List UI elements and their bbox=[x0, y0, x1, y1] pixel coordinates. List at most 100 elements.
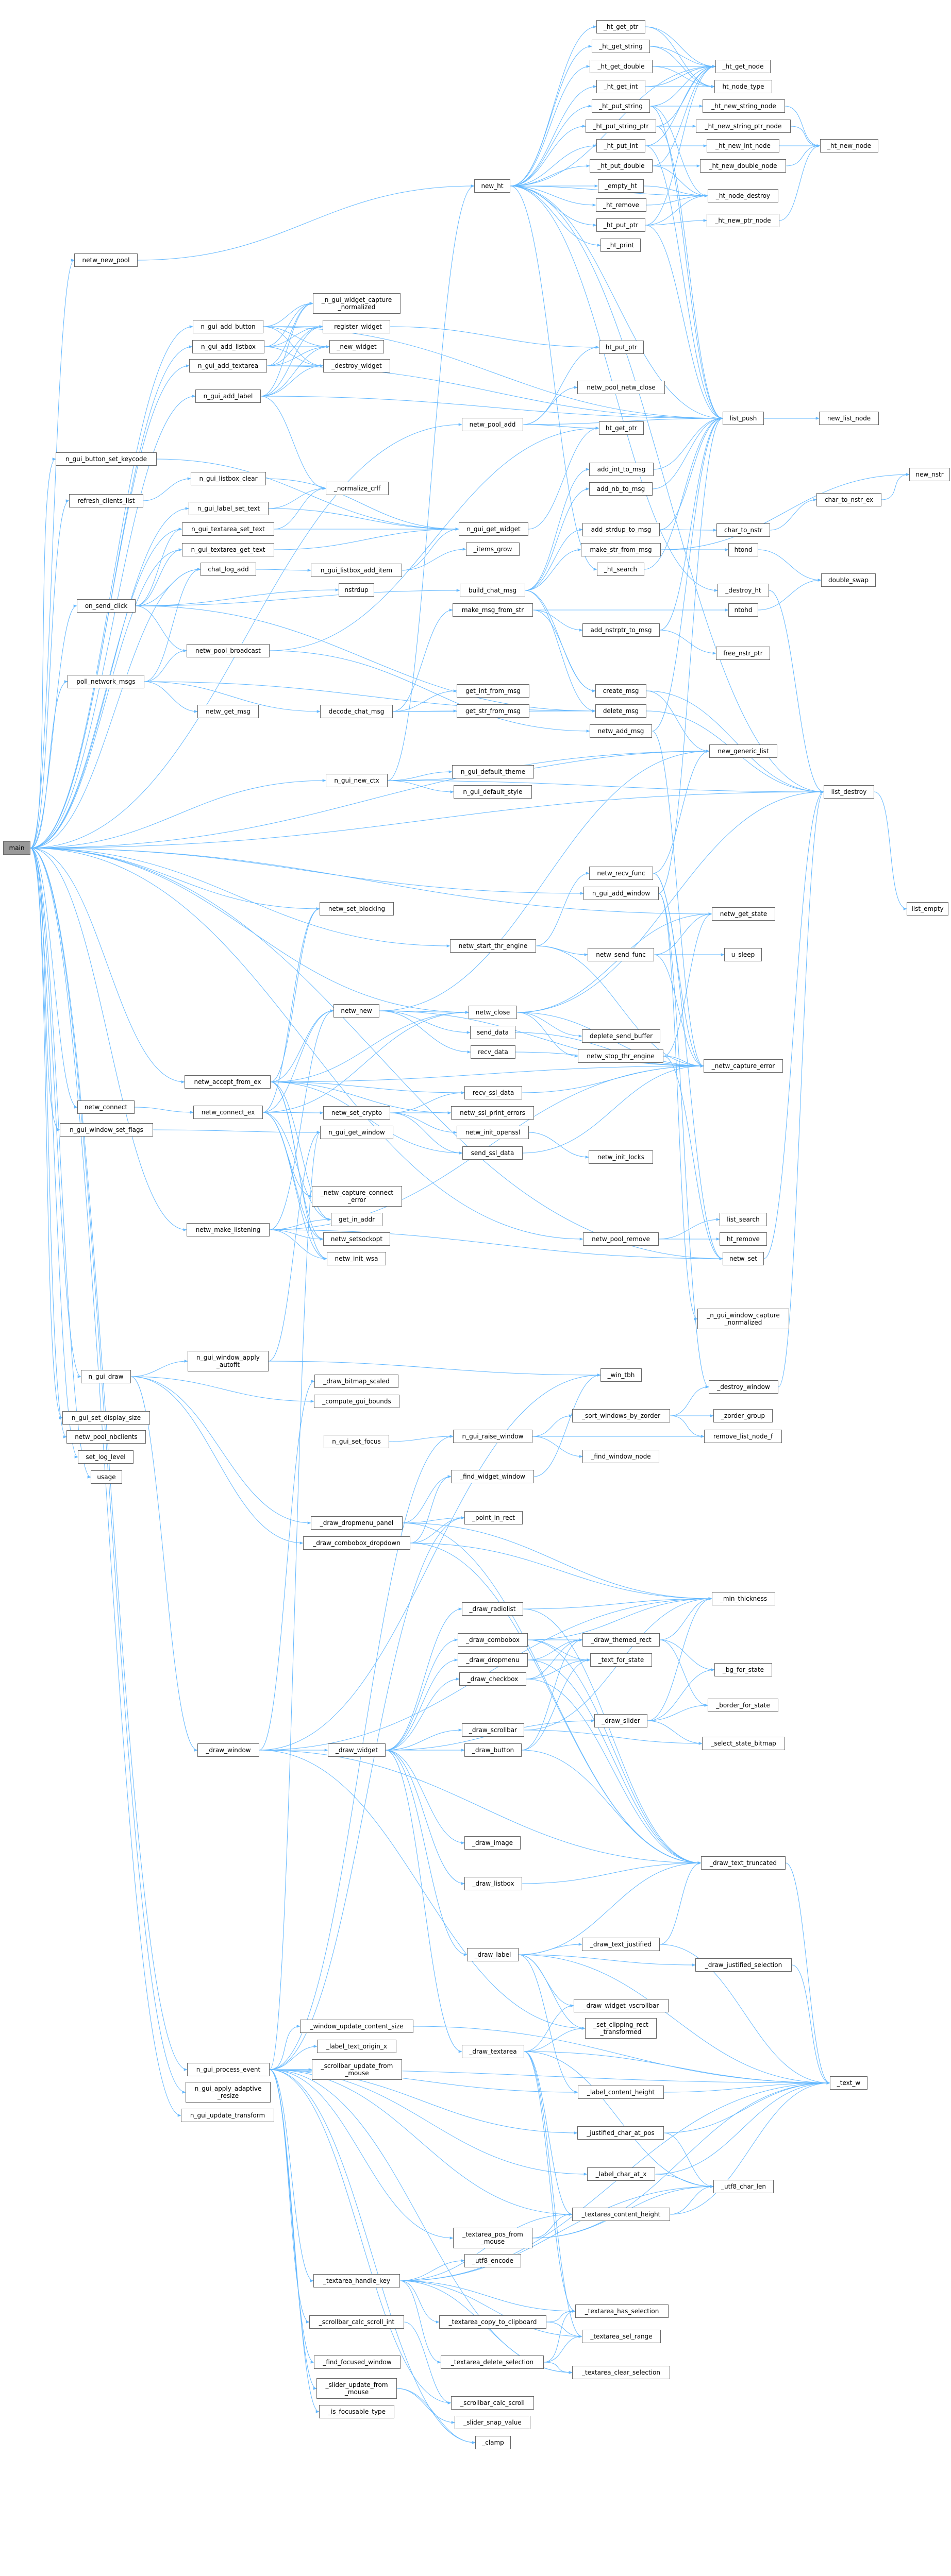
root-node-main[interactable]: main bbox=[3, 841, 30, 855]
graph-node[interactable]: list_search bbox=[720, 1213, 767, 1226]
graph-node[interactable]: netw_set bbox=[723, 1252, 764, 1265]
graph-node[interactable]: _draw_widget bbox=[328, 1743, 386, 1757]
graph-node[interactable]: netw_new_pool bbox=[74, 253, 138, 267]
graph-node[interactable]: delete_msg bbox=[595, 704, 646, 718]
graph-node[interactable]: _draw_textarea bbox=[462, 2045, 524, 2058]
graph-node[interactable]: n_gui_apply_adaptive_resize bbox=[186, 2082, 271, 2103]
graph-node[interactable]: netw_pool_nbclients bbox=[66, 1430, 146, 1444]
graph-node[interactable]: n_gui_textarea_get_text bbox=[182, 543, 274, 556]
graph-node[interactable]: _win_tbh bbox=[600, 1368, 642, 1382]
graph-node[interactable]: _draw_label bbox=[467, 1948, 519, 1961]
graph-node[interactable]: n_gui_update_transform bbox=[181, 2109, 274, 2122]
graph-node[interactable]: _compute_gui_bounds bbox=[314, 1395, 399, 1408]
graph-node[interactable]: _window_update_content_size bbox=[300, 2020, 413, 2033]
graph-node[interactable]: ht_remove bbox=[720, 1232, 767, 1246]
graph-node[interactable]: _select_state_bitmap bbox=[702, 1737, 785, 1750]
graph-node[interactable]: _draw_radiolist bbox=[462, 1602, 523, 1616]
graph-node[interactable]: n_gui_add_window bbox=[583, 887, 659, 900]
graph-node[interactable]: on_send_click bbox=[77, 599, 136, 613]
graph-node[interactable]: netw_start_thr_engine bbox=[450, 939, 536, 953]
graph-node[interactable]: list_empty bbox=[907, 902, 948, 916]
graph-node[interactable]: _label_char_at_x bbox=[587, 2167, 655, 2181]
graph-node[interactable]: _ht_node_destroy bbox=[708, 189, 778, 202]
graph-node[interactable]: _scrollbar_calc_scroll bbox=[451, 2396, 534, 2410]
graph-node[interactable]: n_gui_raise_window bbox=[453, 1430, 532, 1443]
graph-node[interactable]: n_gui_textarea_set_text bbox=[182, 522, 274, 536]
graph-node[interactable]: _utf8_encode bbox=[464, 2254, 521, 2267]
graph-node[interactable]: _draw_window bbox=[197, 1743, 259, 1757]
graph-node[interactable]: n_gui_default_theme bbox=[452, 765, 534, 778]
graph-node[interactable]: _slider_snap_value bbox=[455, 2416, 530, 2429]
graph-node[interactable]: _ht_new_ptr_node bbox=[707, 214, 779, 227]
graph-node[interactable]: netw_get_state bbox=[712, 907, 775, 921]
graph-node[interactable]: _text_w bbox=[830, 2076, 867, 2090]
graph-node[interactable]: netw_add_msg bbox=[590, 724, 652, 738]
graph-node[interactable]: _textarea_clear_selection bbox=[572, 2366, 670, 2379]
graph-node[interactable]: free_nstr_ptr bbox=[716, 647, 770, 660]
graph-node[interactable]: recv_ssl_data bbox=[464, 1086, 522, 1099]
graph-node[interactable]: _ht_new_string_node bbox=[703, 99, 785, 113]
graph-node[interactable]: _find_window_node bbox=[582, 1450, 659, 1463]
graph-node[interactable]: netw_connect bbox=[77, 1100, 135, 1114]
graph-node[interactable]: n_gui_listbox_clear bbox=[191, 472, 266, 485]
graph-node[interactable]: _destroy_ht bbox=[718, 584, 769, 597]
graph-node[interactable]: _ht_put_string bbox=[592, 99, 650, 113]
graph-node[interactable]: n_gui_add_button bbox=[193, 320, 263, 333]
graph-node[interactable]: _ht_new_node bbox=[820, 139, 878, 152]
graph-node[interactable]: _draw_justified_selection bbox=[695, 1958, 792, 1972]
graph-node[interactable]: _draw_combobox bbox=[458, 1633, 528, 1647]
graph-node[interactable]: netw_set_crypto bbox=[323, 1106, 390, 1120]
graph-node[interactable]: netw_pool_add bbox=[462, 418, 523, 431]
graph-node[interactable]: n_gui_process_event bbox=[187, 2063, 270, 2076]
graph-node[interactable]: netw_pool_remove bbox=[583, 1232, 659, 1246]
graph-node[interactable]: _min_thickness bbox=[712, 1592, 775, 1605]
graph-node[interactable]: netw_pool_broadcast bbox=[187, 644, 270, 657]
graph-node[interactable]: n_gui_set_display_size bbox=[62, 1411, 150, 1425]
graph-node[interactable]: n_gui_listbox_add_item bbox=[311, 564, 402, 577]
graph-node[interactable]: ntohd bbox=[728, 603, 758, 617]
graph-node[interactable]: new_nstr bbox=[909, 468, 950, 481]
graph-node[interactable]: _utf8_char_len bbox=[713, 2180, 774, 2193]
graph-node[interactable]: n_gui_add_textarea bbox=[189, 359, 267, 372]
graph-node[interactable]: netw_recv_func bbox=[589, 867, 653, 880]
graph-node[interactable]: _netw_capture_connect_error bbox=[312, 1186, 402, 1207]
graph-node[interactable]: get_str_from_msg bbox=[457, 704, 529, 718]
graph-node[interactable]: _textarea_has_selection bbox=[575, 2304, 669, 2318]
graph-node[interactable]: get_in_addr bbox=[331, 1213, 382, 1226]
graph-node[interactable]: _draw_slider bbox=[594, 1714, 647, 1727]
graph-node[interactable]: _ht_get_int bbox=[596, 80, 645, 93]
graph-node[interactable]: make_msg_from_str bbox=[453, 603, 533, 617]
graph-node[interactable]: create_msg bbox=[595, 684, 646, 698]
graph-node[interactable]: _draw_themed_rect bbox=[582, 1633, 660, 1647]
graph-node[interactable]: _ht_get_double bbox=[590, 60, 653, 73]
graph-node[interactable]: n_gui_window_set_flags bbox=[60, 1123, 153, 1137]
graph-node[interactable]: _ht_new_string_ptr_node bbox=[696, 120, 791, 133]
graph-node[interactable]: _scrollbar_calc_scroll_int bbox=[309, 2315, 404, 2329]
graph-node[interactable]: _ht_print bbox=[600, 239, 641, 252]
graph-node[interactable]: _ht_put_string_ptr bbox=[586, 120, 656, 133]
graph-node[interactable]: send_data bbox=[470, 1026, 515, 1039]
graph-node[interactable]: _draw_button bbox=[464, 1743, 522, 1757]
graph-node[interactable]: _ht_get_ptr bbox=[596, 20, 645, 33]
graph-node[interactable]: new_list_node bbox=[819, 412, 879, 425]
graph-node[interactable]: _draw_listbox bbox=[464, 1877, 522, 1890]
graph-node[interactable]: _netw_capture_error bbox=[704, 1059, 783, 1073]
graph-node[interactable]: _textarea_copy_to_clipboard bbox=[439, 2315, 546, 2329]
graph-node[interactable]: netw_init_openssl bbox=[457, 1126, 529, 1139]
graph-node[interactable]: _draw_combobox_dropdown bbox=[303, 1536, 410, 1550]
graph-node[interactable]: _new_widget bbox=[329, 340, 384, 353]
graph-node[interactable]: usage bbox=[91, 1470, 122, 1484]
graph-node[interactable]: netw_set_blocking bbox=[320, 902, 394, 916]
graph-node[interactable]: _textarea_handle_key bbox=[313, 2274, 400, 2287]
graph-node[interactable]: _zorder_group bbox=[713, 1409, 773, 1422]
graph-node[interactable]: make_str_from_msg bbox=[581, 543, 661, 556]
graph-node[interactable]: _point_in_rect bbox=[464, 1511, 523, 1524]
graph-node[interactable]: char_to_nstr_ex bbox=[816, 493, 881, 506]
graph-node[interactable]: poll_network_msgs bbox=[68, 675, 144, 688]
graph-node[interactable]: _ht_new_int_node bbox=[707, 139, 779, 152]
graph-node[interactable]: _draw_dropmenu_panel bbox=[311, 1516, 403, 1530]
graph-node[interactable]: _sort_windows_by_zorder bbox=[572, 1409, 670, 1422]
graph-node[interactable]: add_nstrptr_to_msg bbox=[582, 623, 660, 637]
graph-node[interactable]: n_gui_default_style bbox=[454, 785, 532, 799]
graph-node[interactable]: _draw_text_justified bbox=[582, 1938, 660, 1951]
